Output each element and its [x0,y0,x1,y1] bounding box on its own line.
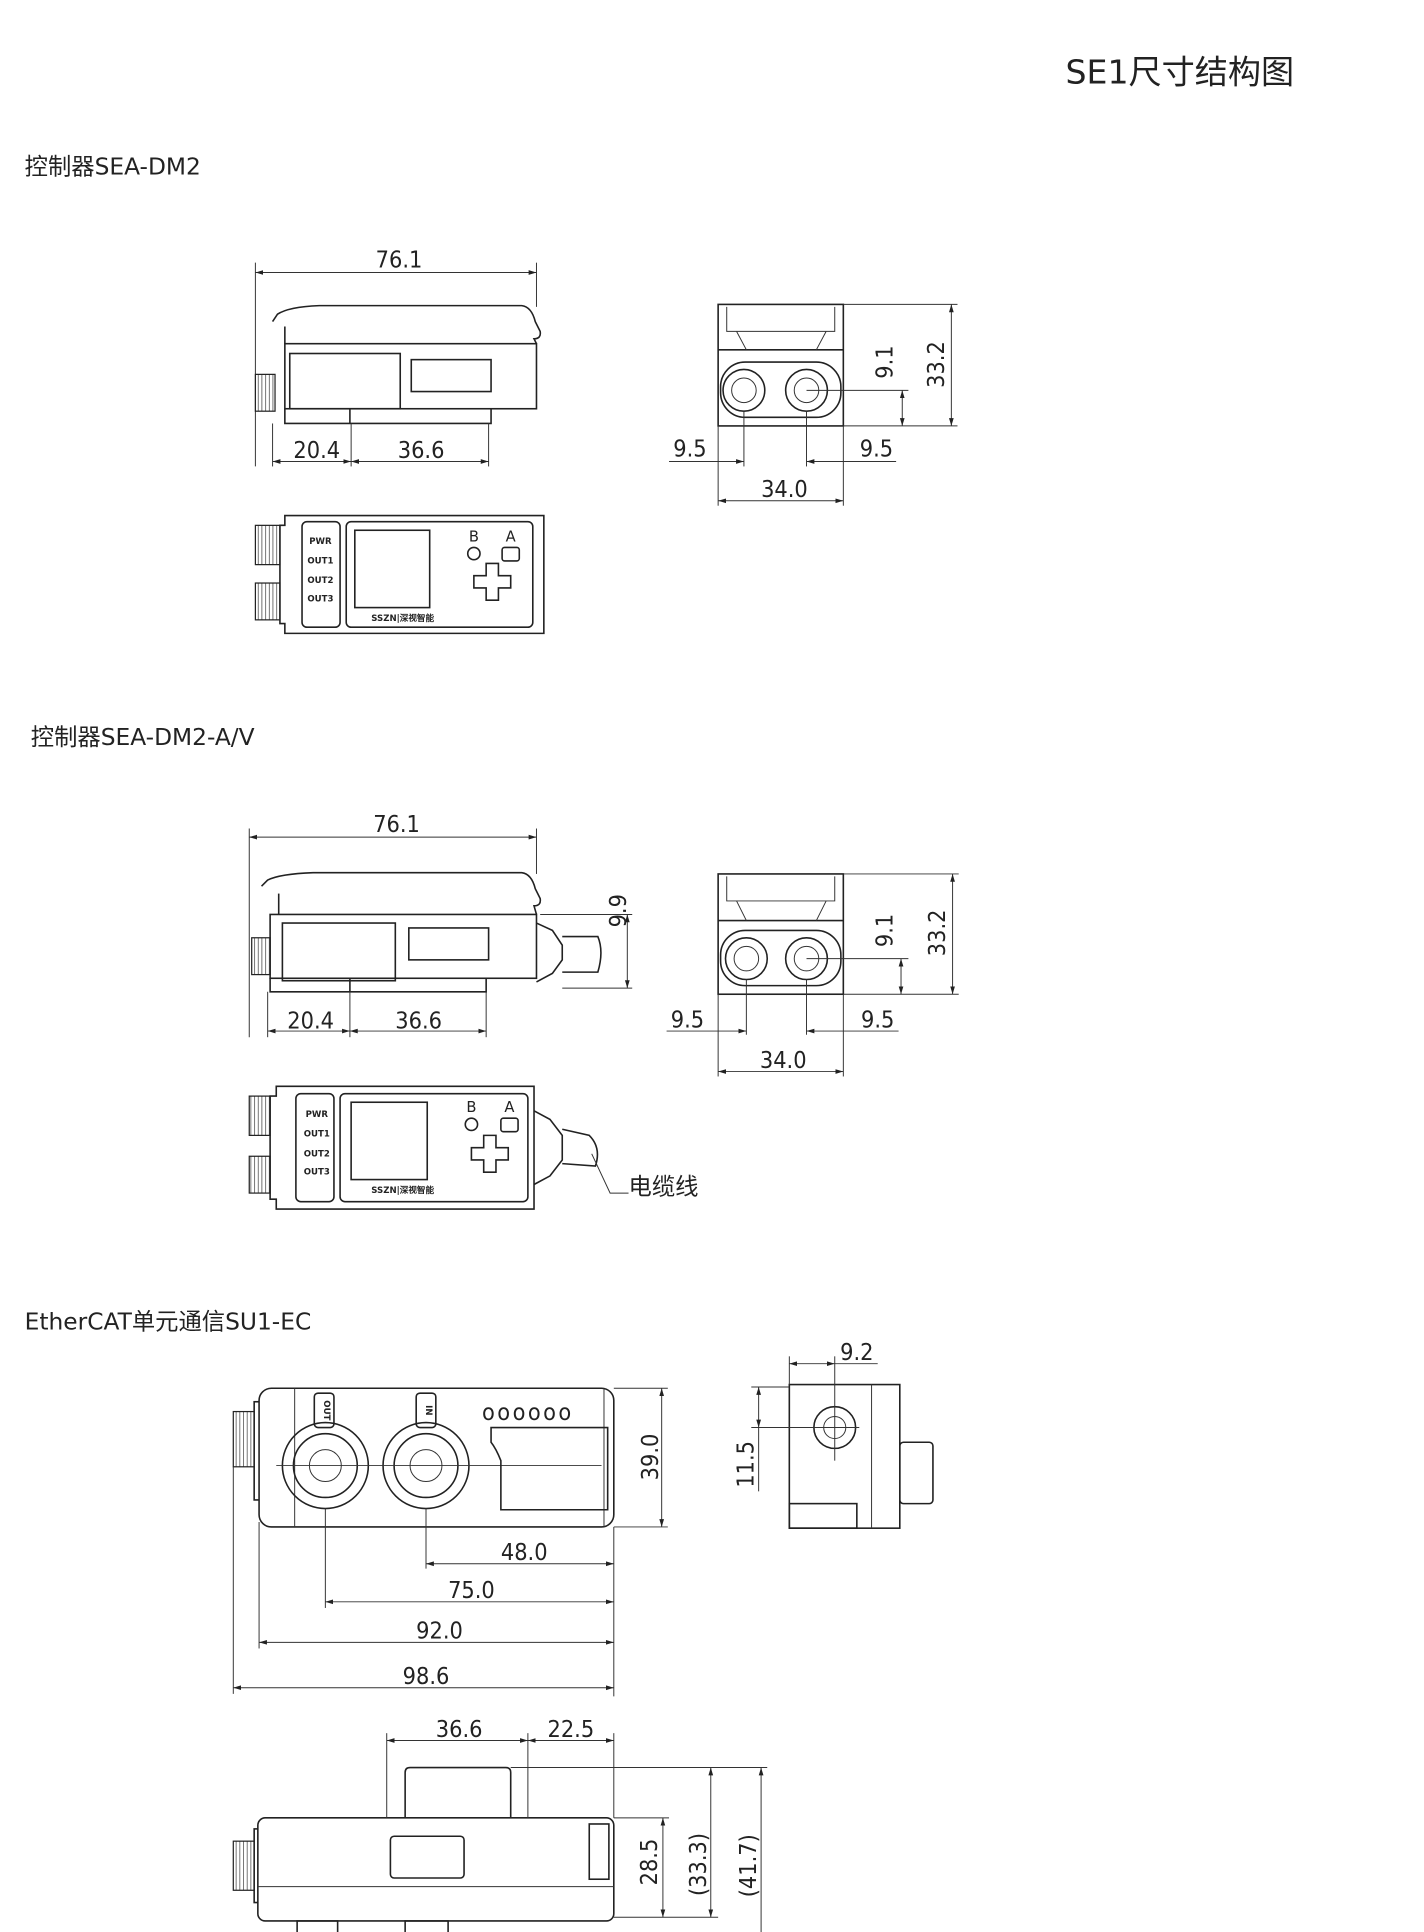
dim-h2: (33.3) [685,1833,712,1896]
section-heading: EtherCAT单元通信SU1-EC [25,1308,312,1335]
dim-d1: 36.6 [436,1716,483,1743]
dim-h1: 28.5 [636,1839,663,1886]
dim-98-6: 98.6 [403,1663,450,1690]
connector-icon [254,582,281,621]
button-a[interactable] [501,546,521,562]
top-view: PWR OUT1 OUT2 OUT3 B A SSZN|深视智能 [254,514,545,635]
dim-d2: 36.6 [395,1008,442,1035]
logo: SSZN|深视智能 [371,1184,434,1196]
led-row: oooooo [482,1399,574,1426]
connector-icon [232,1840,255,1891]
dim-48: 48.0 [501,1539,548,1566]
dim-length: 76.1 [373,811,420,838]
page-title: SE1尺寸结构图 [1066,52,1295,91]
dim-center: 11.5 [733,1441,760,1488]
top-view: PWR OUT1 OUT2 OUT3 B A SSZN|深视智能 电缆线 [248,1085,699,1210]
dim-width: 34.0 [760,1047,807,1074]
dim-left: 9.5 [673,436,706,463]
connector-icon [254,524,281,566]
button-a[interactable] [500,1117,519,1133]
led-label-pwr: PWR [309,537,332,547]
dim-d2: 36.6 [398,437,445,464]
dim-right: 9.5 [861,1006,894,1033]
side-view: 76.1 20.4 36.6 [254,247,542,467]
led-label-out3: OUT3 [307,594,333,604]
leader-line [591,1153,629,1194]
dim-length: 76.1 [376,247,423,274]
dim-width: 34.0 [761,476,808,503]
dim-75: 75.0 [448,1577,495,1604]
section-sea-dm2: 控制器SEA-DM2 76.1 20.4 36.6 [25,153,958,635]
led-label-out2: OUT2 [304,1149,330,1159]
dim-h3: (41.7) [735,1834,762,1897]
dpad-icon[interactable] [470,1134,510,1174]
front-view: OUT IN oooooo 39.0 48.0 75.0 92.0 98.6 [232,1387,668,1697]
dim-d2: 22.5 [548,1716,595,1743]
button-b[interactable] [466,546,481,561]
logo: SSZN|深视智能 [371,612,434,624]
dim-height: 33.2 [923,341,950,388]
section-sea-dm2-av: 控制器SEA-DM2-A/V 76.1 9.9 20.4 3 [31,724,959,1210]
button-b-label: B [469,528,479,545]
button-a-label: A [504,1099,514,1116]
led-label-pwr: PWR [306,1110,329,1120]
cable-label: 电缆线 [629,1173,699,1200]
dim-height: 33.2 [924,910,951,957]
section-heading: 控制器SEA-DM2-A/V [31,724,255,751]
button-a-label: A [506,528,516,545]
connector-icon [248,1095,271,1137]
led-label-out1: OUT1 [307,556,333,566]
dim-d1: 20.4 [287,1008,334,1035]
led-label-out2: OUT2 [307,576,333,586]
side-view: 76.1 9.9 20.4 36.6 [248,811,633,1038]
dim-cable: 9.9 [605,894,632,927]
button-b-label: B [466,1099,476,1116]
button-b[interactable] [464,1117,479,1132]
front-view: 33.2 9.1 9.5 9.5 34.0 [669,303,958,506]
dim-top: 9.2 [840,1339,873,1366]
dim-center: 9.1 [871,914,898,947]
connector-icon [254,373,276,412]
bottom-view: 36.6 22.5 28.5 (33.3) (41.7) [232,1716,768,1932]
front-view: 33.2 9.1 9.5 9.5 34.0 [666,873,959,1077]
led-label-out3: OUT3 [304,1168,330,1178]
connector-icon [251,937,271,976]
section-heading: 控制器SEA-DM2 [25,153,201,180]
dim-right: 9.5 [860,436,893,463]
dim-left: 9.5 [671,1006,704,1033]
dim-92: 92.0 [416,1618,463,1645]
dim-center: 9.1 [871,345,898,378]
port-out-label: OUT [321,1400,331,1420]
connector-icon [248,1155,271,1194]
led-label-out1: OUT1 [304,1130,330,1140]
dpad-icon[interactable] [473,562,512,602]
connector-icon [232,1410,255,1468]
dim-height: 39.0 [637,1434,664,1481]
dim-d1: 20.4 [293,437,340,464]
side-view: 9.2 11.5 [733,1339,934,1529]
section-su1-ec: EtherCAT单元通信SU1-EC OUT IN oooooo 39.0 [25,1308,934,1932]
port-in-label: IN [423,1405,433,1415]
